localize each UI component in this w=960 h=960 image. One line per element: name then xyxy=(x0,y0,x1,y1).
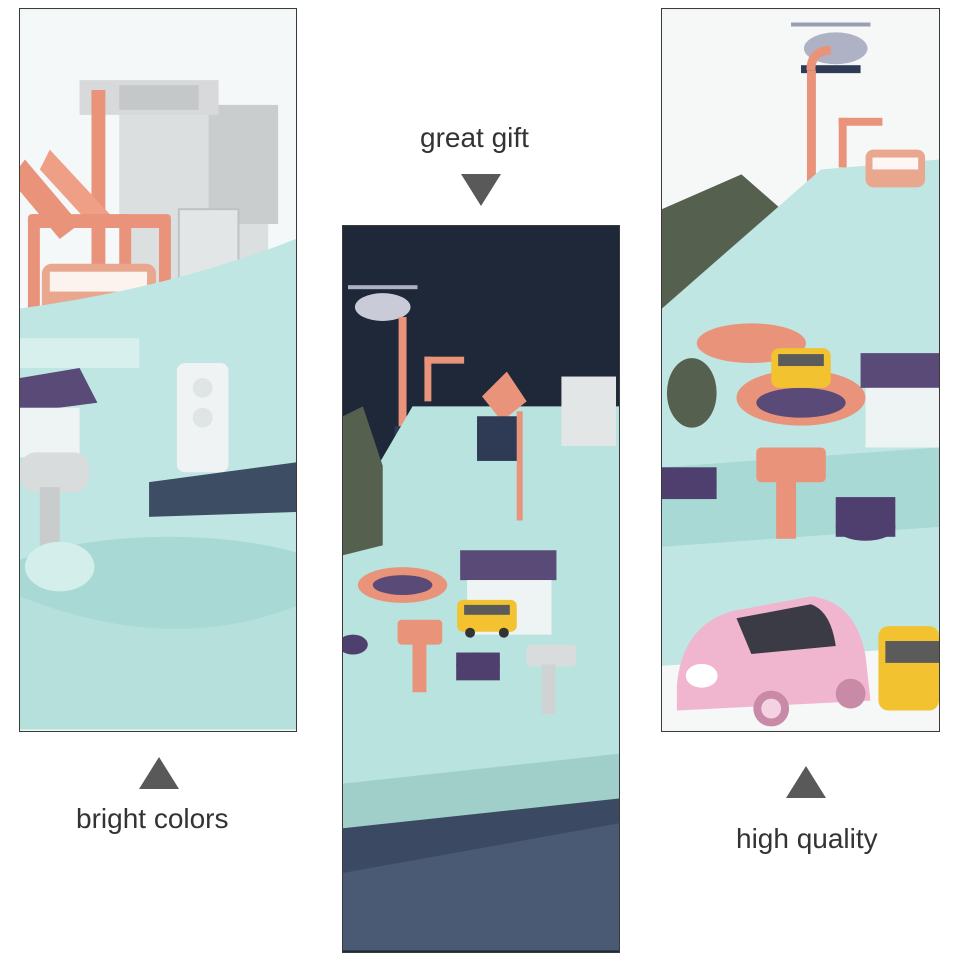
photo-middle-fullview xyxy=(342,225,620,953)
photo-left-closeup xyxy=(19,8,297,732)
up-triangle-icon xyxy=(139,757,179,789)
toy-fullview-illustration xyxy=(343,227,619,951)
toy-closeup-illustration xyxy=(20,10,296,730)
caption-bright-colors: bright colors xyxy=(76,803,229,834)
down-triangle-icon xyxy=(461,174,501,206)
up-triangle-icon xyxy=(786,766,826,798)
toy-detail-illustration xyxy=(662,10,939,730)
caption-high-quality: high quality xyxy=(736,823,878,854)
caption-great-gift: great gift xyxy=(420,122,529,153)
photo-right-detail xyxy=(661,8,940,732)
